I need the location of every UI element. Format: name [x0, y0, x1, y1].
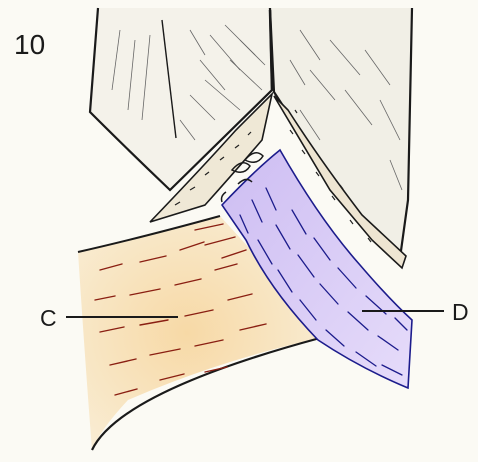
figure-number: 10	[14, 29, 45, 60]
label-c: C	[40, 305, 57, 331]
label-d: D	[452, 299, 469, 325]
